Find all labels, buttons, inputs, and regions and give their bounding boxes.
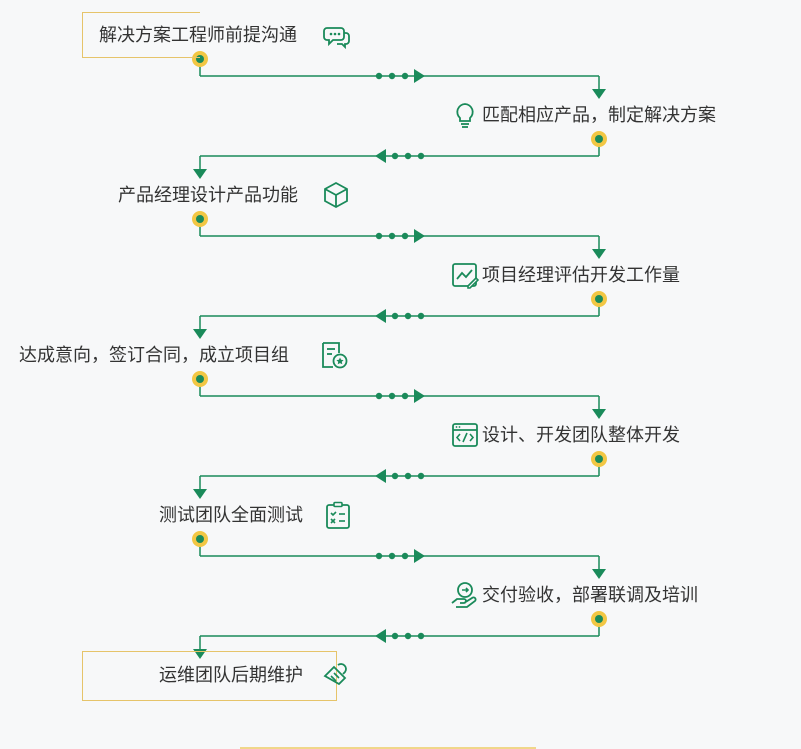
flow-dot bbox=[417, 472, 425, 480]
step-node-center bbox=[595, 615, 603, 623]
down-arrow-icon bbox=[592, 569, 606, 579]
right-arrow-icon bbox=[414, 229, 425, 243]
step-7-label: 测试团队全面测试 bbox=[159, 505, 303, 526]
step-node-center bbox=[595, 295, 603, 303]
flow-dot bbox=[391, 632, 399, 640]
flow-dot bbox=[375, 232, 383, 240]
flow-dot bbox=[388, 72, 396, 80]
down-arrow-icon bbox=[592, 89, 606, 99]
document-star-icon bbox=[322, 342, 348, 369]
flow-dot bbox=[417, 312, 425, 320]
flow-dot bbox=[391, 472, 399, 480]
flow-dot bbox=[388, 552, 396, 560]
flow-dot bbox=[404, 312, 412, 320]
flow-dot bbox=[388, 232, 396, 240]
step-node-center bbox=[196, 535, 204, 543]
flow-dot bbox=[401, 72, 409, 80]
flow-dot bbox=[375, 72, 383, 80]
flow-dot bbox=[375, 552, 383, 560]
down-arrow-icon bbox=[193, 329, 207, 339]
flow-dot bbox=[417, 152, 425, 160]
step-3-label: 产品经理设计产品功能 bbox=[118, 185, 298, 206]
step-5-label: 达成意向，签订合同，成立项目组 bbox=[19, 345, 289, 366]
down-arrow-icon bbox=[193, 169, 207, 179]
right-arrow-icon bbox=[414, 69, 425, 83]
left-arrow-icon bbox=[375, 629, 386, 643]
code-window-icon bbox=[452, 423, 478, 447]
step-node-center bbox=[595, 455, 603, 463]
flow-dot bbox=[417, 632, 425, 640]
step-4-label: 项目经理评估开发工作量 bbox=[482, 265, 680, 286]
left-arrow-icon bbox=[375, 469, 386, 483]
flow-dot bbox=[401, 232, 409, 240]
step-2-label: 匹配相应产品，制定解决方案 bbox=[482, 105, 716, 126]
step-9-label: 运维团队后期维护 bbox=[159, 665, 303, 686]
flow-dot bbox=[404, 632, 412, 640]
right-arrow-icon bbox=[414, 549, 425, 563]
down-arrow-icon bbox=[592, 409, 606, 419]
step-node-center bbox=[196, 375, 204, 383]
trend-edit-icon bbox=[452, 263, 479, 289]
lightbulb-icon bbox=[456, 103, 474, 128]
cube-icon bbox=[324, 181, 348, 209]
flow-dot bbox=[404, 152, 412, 160]
step-8-label: 交付验收，部署联调及培训 bbox=[482, 585, 698, 606]
flow-dot bbox=[401, 552, 409, 560]
bottom-divider bbox=[240, 747, 536, 749]
flow-dot bbox=[388, 392, 396, 400]
step-node-center bbox=[595, 135, 603, 143]
flow-dot bbox=[404, 472, 412, 480]
checklist-icon bbox=[326, 501, 350, 529]
left-arrow-icon bbox=[375, 149, 386, 163]
hand-delivery-icon bbox=[451, 582, 477, 608]
right-arrow-icon bbox=[414, 389, 425, 403]
down-arrow-icon bbox=[592, 249, 606, 259]
start-bracket bbox=[82, 12, 200, 58]
step-6-label: 设计、开发团队整体开发 bbox=[482, 425, 680, 446]
down-arrow-icon bbox=[193, 489, 207, 499]
step-1-label: 解决方案工程师前提沟通 bbox=[99, 25, 297, 46]
flow-dot bbox=[401, 392, 409, 400]
flow-dot bbox=[391, 312, 399, 320]
chat-bubbles-icon bbox=[323, 27, 350, 50]
wrench-tool-icon bbox=[323, 663, 347, 686]
left-arrow-icon bbox=[375, 309, 386, 323]
flow-dot bbox=[391, 152, 399, 160]
flow-dot bbox=[375, 392, 383, 400]
step-node-center bbox=[196, 215, 204, 223]
